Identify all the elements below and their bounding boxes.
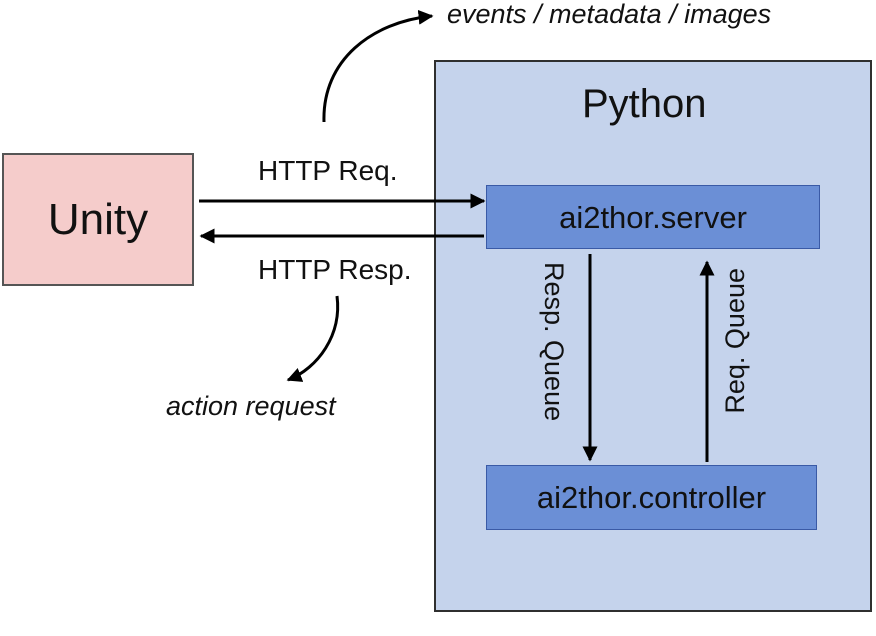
unity-box: Unity (2, 153, 194, 286)
controller-label: ai2thor.controller (536, 480, 767, 515)
resp-queue-label: Resp. Queue (539, 262, 569, 422)
controller-box: ai2thor.controller (486, 465, 817, 530)
incoming-annotation: action request (166, 391, 336, 421)
server-box: ai2thor.server (486, 185, 820, 249)
unity-label: Unity (47, 194, 149, 244)
outgoing-curved-arrow (322, 9, 434, 123)
outgoing-annotation: events / metadata / images (447, 0, 772, 29)
http-response-label: HTTP Resp. (258, 254, 412, 285)
python-title: Python (582, 82, 707, 126)
incoming-curved-arrow (286, 295, 340, 382)
http-request-label: HTTP Req. (258, 155, 398, 186)
server-label: ai2thor.server (559, 199, 747, 235)
